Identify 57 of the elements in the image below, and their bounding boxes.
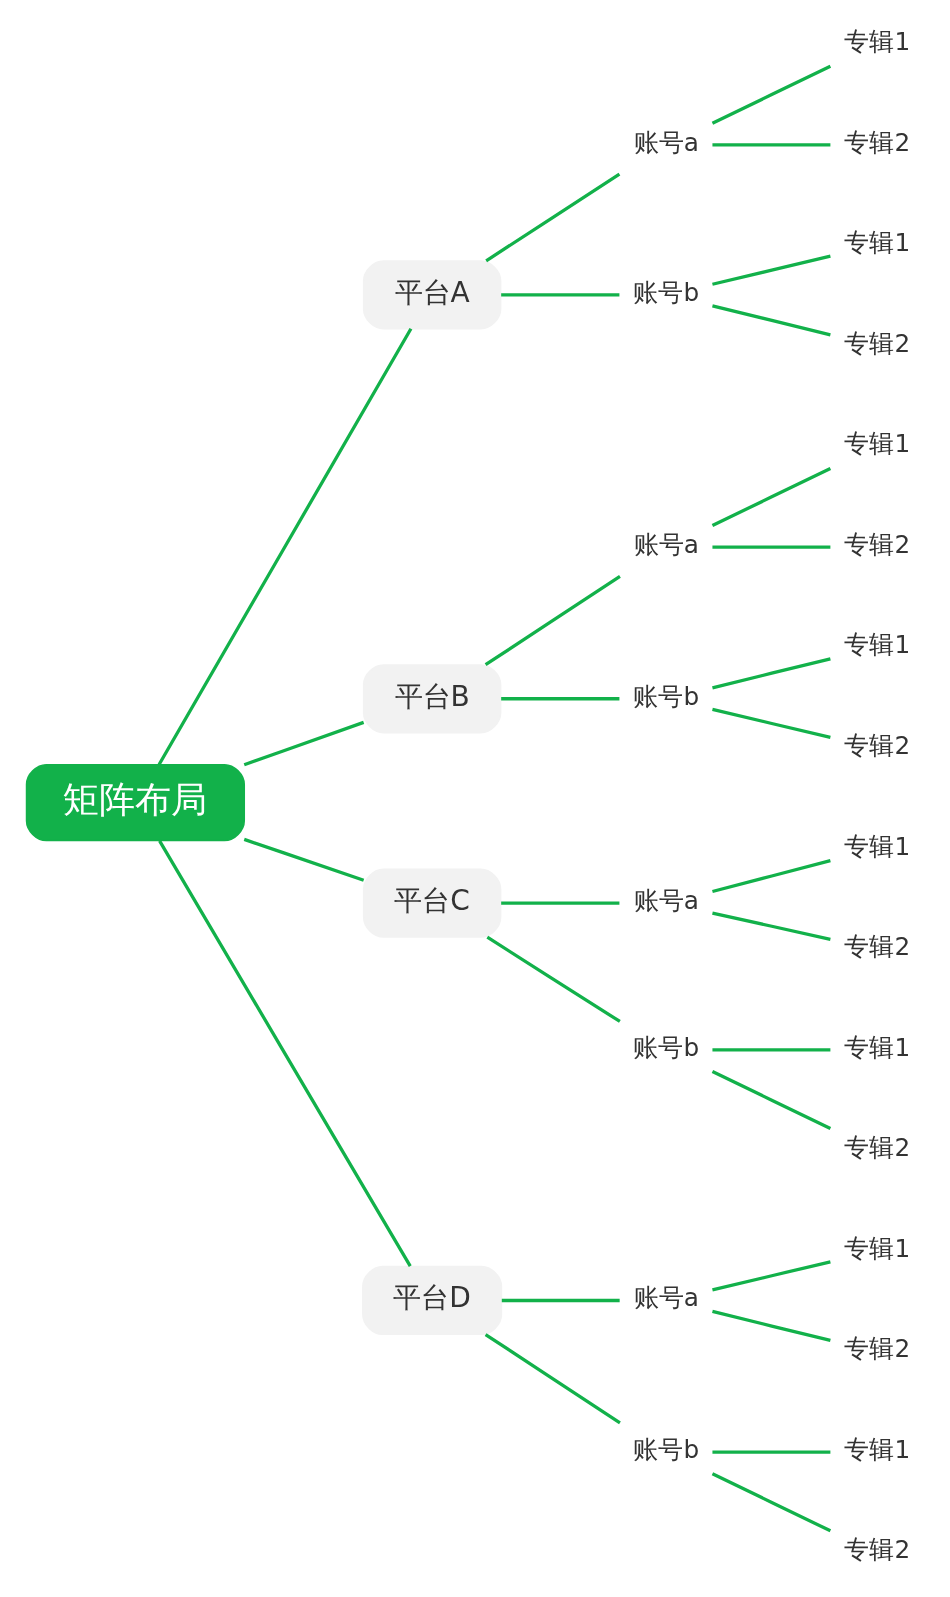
- connector: [712, 304, 831, 337]
- node-text: 专辑1: [844, 228, 911, 258]
- node-text: 专辑1: [844, 1434, 911, 1464]
- connector: [711, 466, 832, 527]
- node-box: 矩阵布局: [25, 763, 246, 842]
- node-text: 专辑2: [844, 529, 911, 559]
- connector: [711, 1472, 832, 1533]
- connector: [501, 901, 620, 905]
- connector: [712, 657, 831, 690]
- node-text: 专辑2: [844, 730, 911, 760]
- connector: [243, 837, 365, 882]
- connector: [712, 545, 831, 549]
- node-text: 专辑2: [844, 1535, 911, 1565]
- connector: [712, 1450, 831, 1454]
- node-text: 专辑1: [844, 429, 911, 459]
- node-text: 账号a: [633, 529, 699, 559]
- node-text: 专辑1: [844, 1233, 911, 1263]
- node-box: 平台A: [362, 260, 502, 330]
- node-text: 账号a: [633, 885, 699, 915]
- connector: [712, 859, 831, 894]
- node-box: 平台D: [362, 1265, 503, 1336]
- connector: [712, 254, 831, 286]
- node-text: 专辑1: [844, 630, 911, 660]
- connector: [243, 720, 365, 767]
- connector: [712, 143, 831, 147]
- connector: [484, 575, 621, 667]
- node-text: 账号b: [633, 277, 700, 307]
- connector: [712, 1309, 831, 1343]
- connector: [501, 1298, 620, 1303]
- connector: [485, 172, 621, 263]
- node-text: 专辑2: [844, 932, 911, 962]
- connector: [711, 1070, 832, 1131]
- node-box: 平台C: [362, 868, 502, 938]
- connector: [712, 1260, 831, 1292]
- connector: [712, 911, 831, 941]
- connector: [711, 64, 832, 125]
- node-text: 账号b: [633, 1032, 700, 1062]
- connector: [158, 840, 412, 1267]
- node-text: 账号a: [633, 1283, 699, 1313]
- connector: [501, 293, 620, 297]
- connector: [712, 707, 831, 740]
- node-text: 专辑1: [844, 1032, 911, 1062]
- node-box: 平台B: [362, 664, 502, 734]
- node-text: 账号a: [633, 127, 699, 157]
- node-text: 账号b: [633, 1434, 700, 1464]
- node-text: 账号b: [633, 681, 700, 711]
- connector: [484, 1333, 621, 1425]
- connector: [712, 1048, 831, 1052]
- node-text: 专辑2: [844, 1334, 911, 1364]
- node-text: 专辑1: [844, 27, 911, 57]
- connector: [501, 697, 620, 701]
- connector: [486, 935, 621, 1023]
- node-text: 专辑2: [844, 328, 911, 358]
- node-text: 专辑2: [844, 127, 911, 157]
- node-text: 专辑2: [844, 1133, 911, 1163]
- connector: [157, 327, 413, 766]
- node-text: 专辑1: [844, 831, 911, 861]
